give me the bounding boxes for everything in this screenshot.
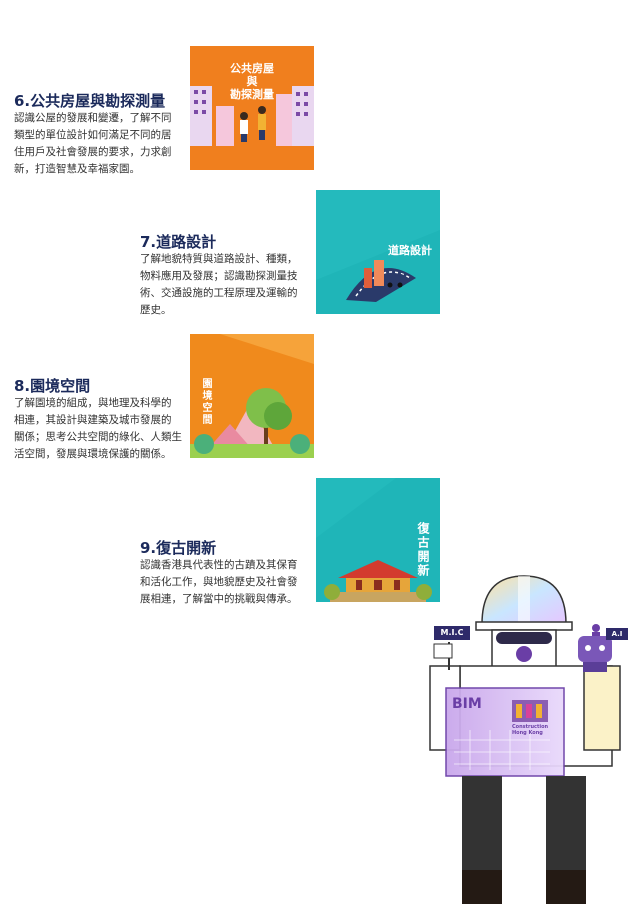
ai-sign-label: A.I [611,630,623,638]
item-9-title: 9.復古開新 [140,539,217,557]
robot-illustration [429,575,628,904]
item-9-desc: 認識香港具代表性的古蹟及其保育 和活化工作，與地貌歷史及社會發 展相連，了解當中… [140,559,298,605]
item-6-desc: 認識公屋的發展和變遷，了解不同 類型的單位設計如何滿足不同的居 住用戶及社會發展… [14,112,172,175]
road-design-tile: 道路設計 [316,190,440,314]
bim-board-title: BIM [452,696,482,712]
robot-mascot: M.I.C A.I BIM Construction Hong Kong [420,570,640,904]
item-8-desc: 了解園境的組成，與地理及科學的 相連，其設計與建築及城市發展的 關係；思考公共空… [14,397,182,460]
landscape-tile-label: 園境空間 [200,378,211,426]
landscape-illustration [190,334,314,458]
road-design-illustration [316,190,440,302]
heritage-tile: 復古開新 [316,478,440,602]
item-7-desc: 了解地貌特質與道路設計、種類， 物料應用及發展；認識勘探測量技 術、交通設施的工… [140,253,298,316]
public-housing-illustration [190,86,314,146]
landscape-tile: 園境空間 [190,334,314,458]
item-8-title: 8.園境空間 [14,377,91,395]
item-7-title: 7.道路設計 [140,233,217,251]
heritage-tile-label: 復古開新 [416,522,430,578]
public-housing-tile-label: 公共房屋 與 勘探測量 [230,62,274,101]
road-design-tile-label: 道路設計 [388,244,432,257]
mic-sign-label: M.I.C [440,628,464,637]
public-housing-tile: 公共房屋 與 勘探測量 [190,46,314,170]
bim-board-subtitle: Construction Hong Kong [512,724,549,736]
item-6-title: 6.公共房屋與勘探測量 [14,92,166,110]
heritage-illustration [316,478,432,602]
